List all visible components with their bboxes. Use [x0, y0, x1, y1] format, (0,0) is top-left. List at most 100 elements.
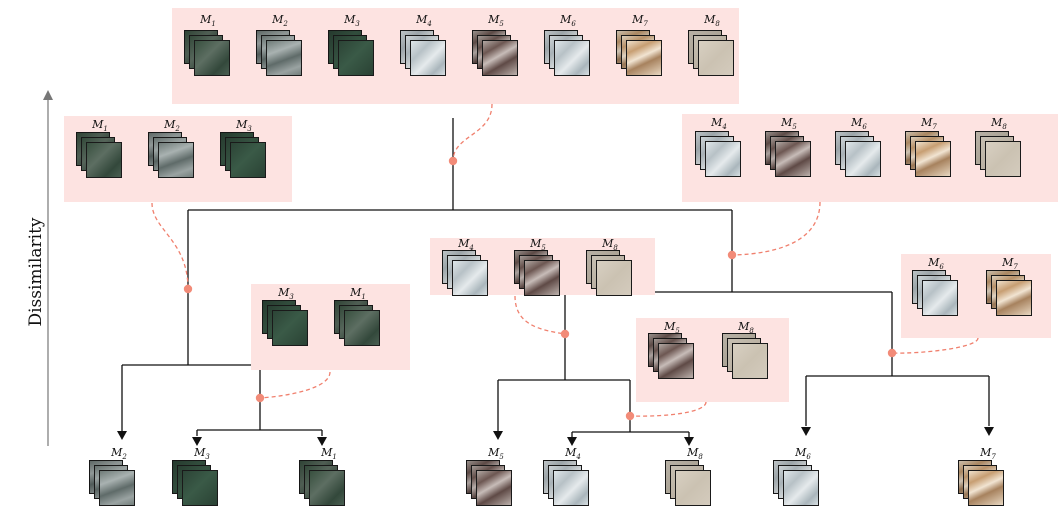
material-tile	[272, 310, 308, 346]
material-label: M8	[726, 320, 766, 335]
material-label: M7	[990, 256, 1030, 271]
material-label: M1	[80, 118, 120, 133]
material-tile	[675, 470, 711, 506]
material-tile	[915, 141, 951, 177]
connector-root	[453, 104, 492, 160]
material-tile	[476, 470, 512, 506]
material-label: M5	[769, 116, 809, 131]
connector-left2	[260, 372, 330, 398]
material-tile	[968, 470, 1004, 506]
material-tile	[845, 141, 881, 177]
material-tile	[698, 40, 734, 76]
material-tile	[658, 343, 694, 379]
material-stack-m8	[722, 333, 772, 383]
leaf-stack-m6	[773, 460, 823, 510]
material-tile	[985, 141, 1021, 177]
material-stack-m8	[975, 131, 1025, 181]
connector-mid	[515, 296, 565, 334]
material-stack-m6	[544, 30, 594, 80]
leaf-label: M1	[309, 446, 349, 461]
material-label: M8	[692, 13, 732, 28]
leaf-stack-m8	[665, 460, 715, 510]
material-label: M4	[699, 116, 739, 131]
arrow-head	[192, 437, 202, 446]
material-stack-m5	[765, 131, 815, 181]
node-right	[728, 251, 736, 259]
material-label: M5	[476, 13, 516, 28]
material-tile	[922, 280, 958, 316]
material-stack-m1	[76, 132, 126, 182]
material-tile	[553, 470, 589, 506]
axis-label: Dissimilarity	[26, 202, 46, 342]
leaf-label: M4	[553, 446, 593, 461]
material-stack-m5	[648, 333, 698, 383]
node-left	[184, 285, 192, 293]
material-tile	[775, 141, 811, 177]
leaf-stack-m2	[89, 460, 139, 510]
material-label: M2	[260, 13, 300, 28]
material-label: M4	[446, 237, 486, 252]
leaf-label: M6	[783, 446, 823, 461]
material-stack-m5	[514, 250, 564, 300]
material-label: M6	[839, 116, 879, 131]
material-tile	[230, 142, 266, 178]
arrow-head	[117, 431, 127, 440]
material-tile	[99, 470, 135, 506]
material-stack-m4	[695, 131, 745, 181]
material-label: M5	[518, 237, 558, 252]
material-tile	[732, 343, 768, 379]
material-stack-m3	[262, 300, 312, 350]
material-stack-m4	[400, 30, 450, 80]
material-label: M2	[152, 118, 192, 133]
material-label: M7	[909, 116, 949, 131]
material-stack-m7	[986, 270, 1036, 320]
leaf-stack-m3	[172, 460, 222, 510]
y-axis-arrow	[43, 90, 53, 100]
material-stack-m7	[616, 30, 666, 80]
material-label: M6	[916, 256, 956, 271]
material-label: M3	[332, 13, 372, 28]
node-m58	[626, 412, 634, 420]
leaf-stack-m7	[958, 460, 1008, 510]
material-stack-m8	[586, 250, 636, 300]
material-tile	[596, 260, 632, 296]
node-root	[449, 157, 457, 165]
arrow-head	[801, 427, 811, 436]
material-tile	[626, 40, 662, 76]
material-tile	[158, 142, 194, 178]
material-label: M6	[548, 13, 588, 28]
material-stack-m1	[184, 30, 234, 80]
material-tile	[86, 142, 122, 178]
material-tile	[266, 40, 302, 76]
connector-m58	[630, 402, 706, 416]
arrow-head	[567, 437, 577, 446]
material-tile	[524, 260, 560, 296]
material-tile	[482, 40, 518, 76]
material-label: M7	[620, 13, 660, 28]
material-tile	[783, 470, 819, 506]
material-label: M3	[224, 118, 264, 133]
arrow-head	[684, 437, 694, 446]
material-tile	[410, 40, 446, 76]
material-stack-m6	[912, 270, 962, 320]
node-left2	[256, 394, 264, 402]
material-label: M8	[979, 116, 1019, 131]
material-label: M4	[404, 13, 444, 28]
material-tile	[452, 260, 488, 296]
connector-right	[732, 202, 820, 255]
leaf-stack-m1	[299, 460, 349, 510]
material-stack-m3	[220, 132, 270, 182]
material-label: M3	[266, 286, 306, 301]
material-stack-m7	[905, 131, 955, 181]
leaf-label: M5	[476, 446, 516, 461]
material-tile	[194, 40, 230, 76]
material-tile	[996, 280, 1032, 316]
material-stack-m2	[148, 132, 198, 182]
material-label: M1	[338, 286, 378, 301]
arrow-head	[984, 427, 994, 436]
node-m67	[888, 349, 896, 357]
leaf-label: M2	[99, 446, 139, 461]
material-stack-m1	[334, 300, 384, 350]
leaf-label: M3	[182, 446, 222, 461]
